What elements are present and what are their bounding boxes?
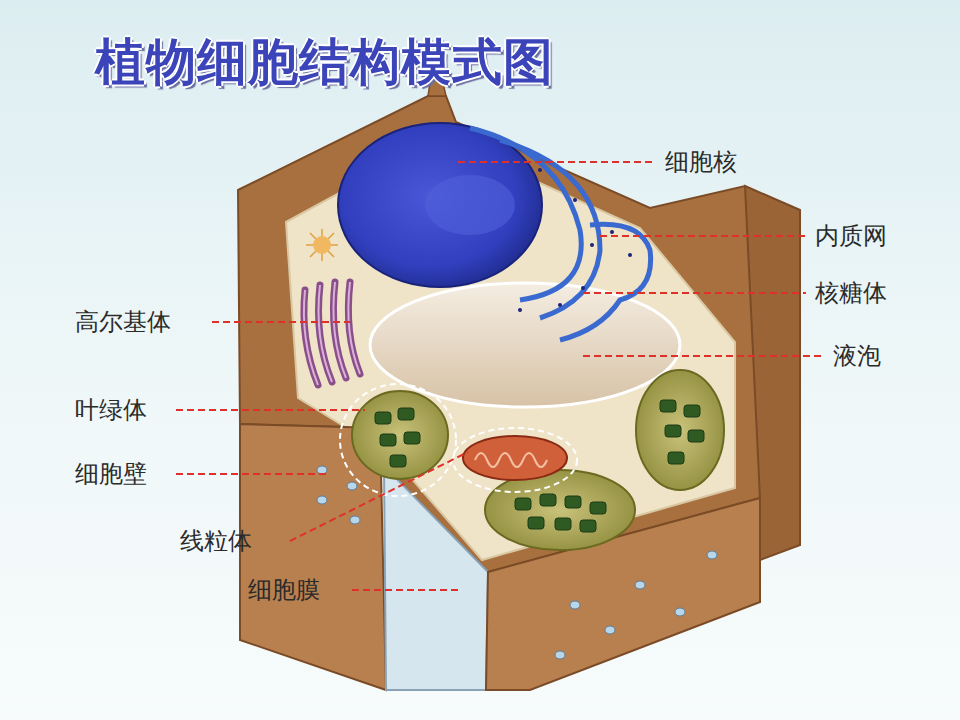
part-label: 核糖体 — [815, 279, 887, 308]
part-label: 细胞壁 — [75, 460, 147, 489]
part-label: 叶绿体 — [75, 396, 147, 425]
part-label: 细胞核 — [665, 148, 737, 177]
diagram-title: 植物细胞结构模式图 — [95, 32, 554, 92]
part-label: 线粒体 — [180, 527, 252, 556]
part-label: 液泡 — [833, 342, 881, 371]
part-label: 细胞膜 — [248, 576, 320, 605]
part-label: 内质网 — [815, 222, 887, 251]
part-label: 高尔基体 — [75, 308, 171, 337]
